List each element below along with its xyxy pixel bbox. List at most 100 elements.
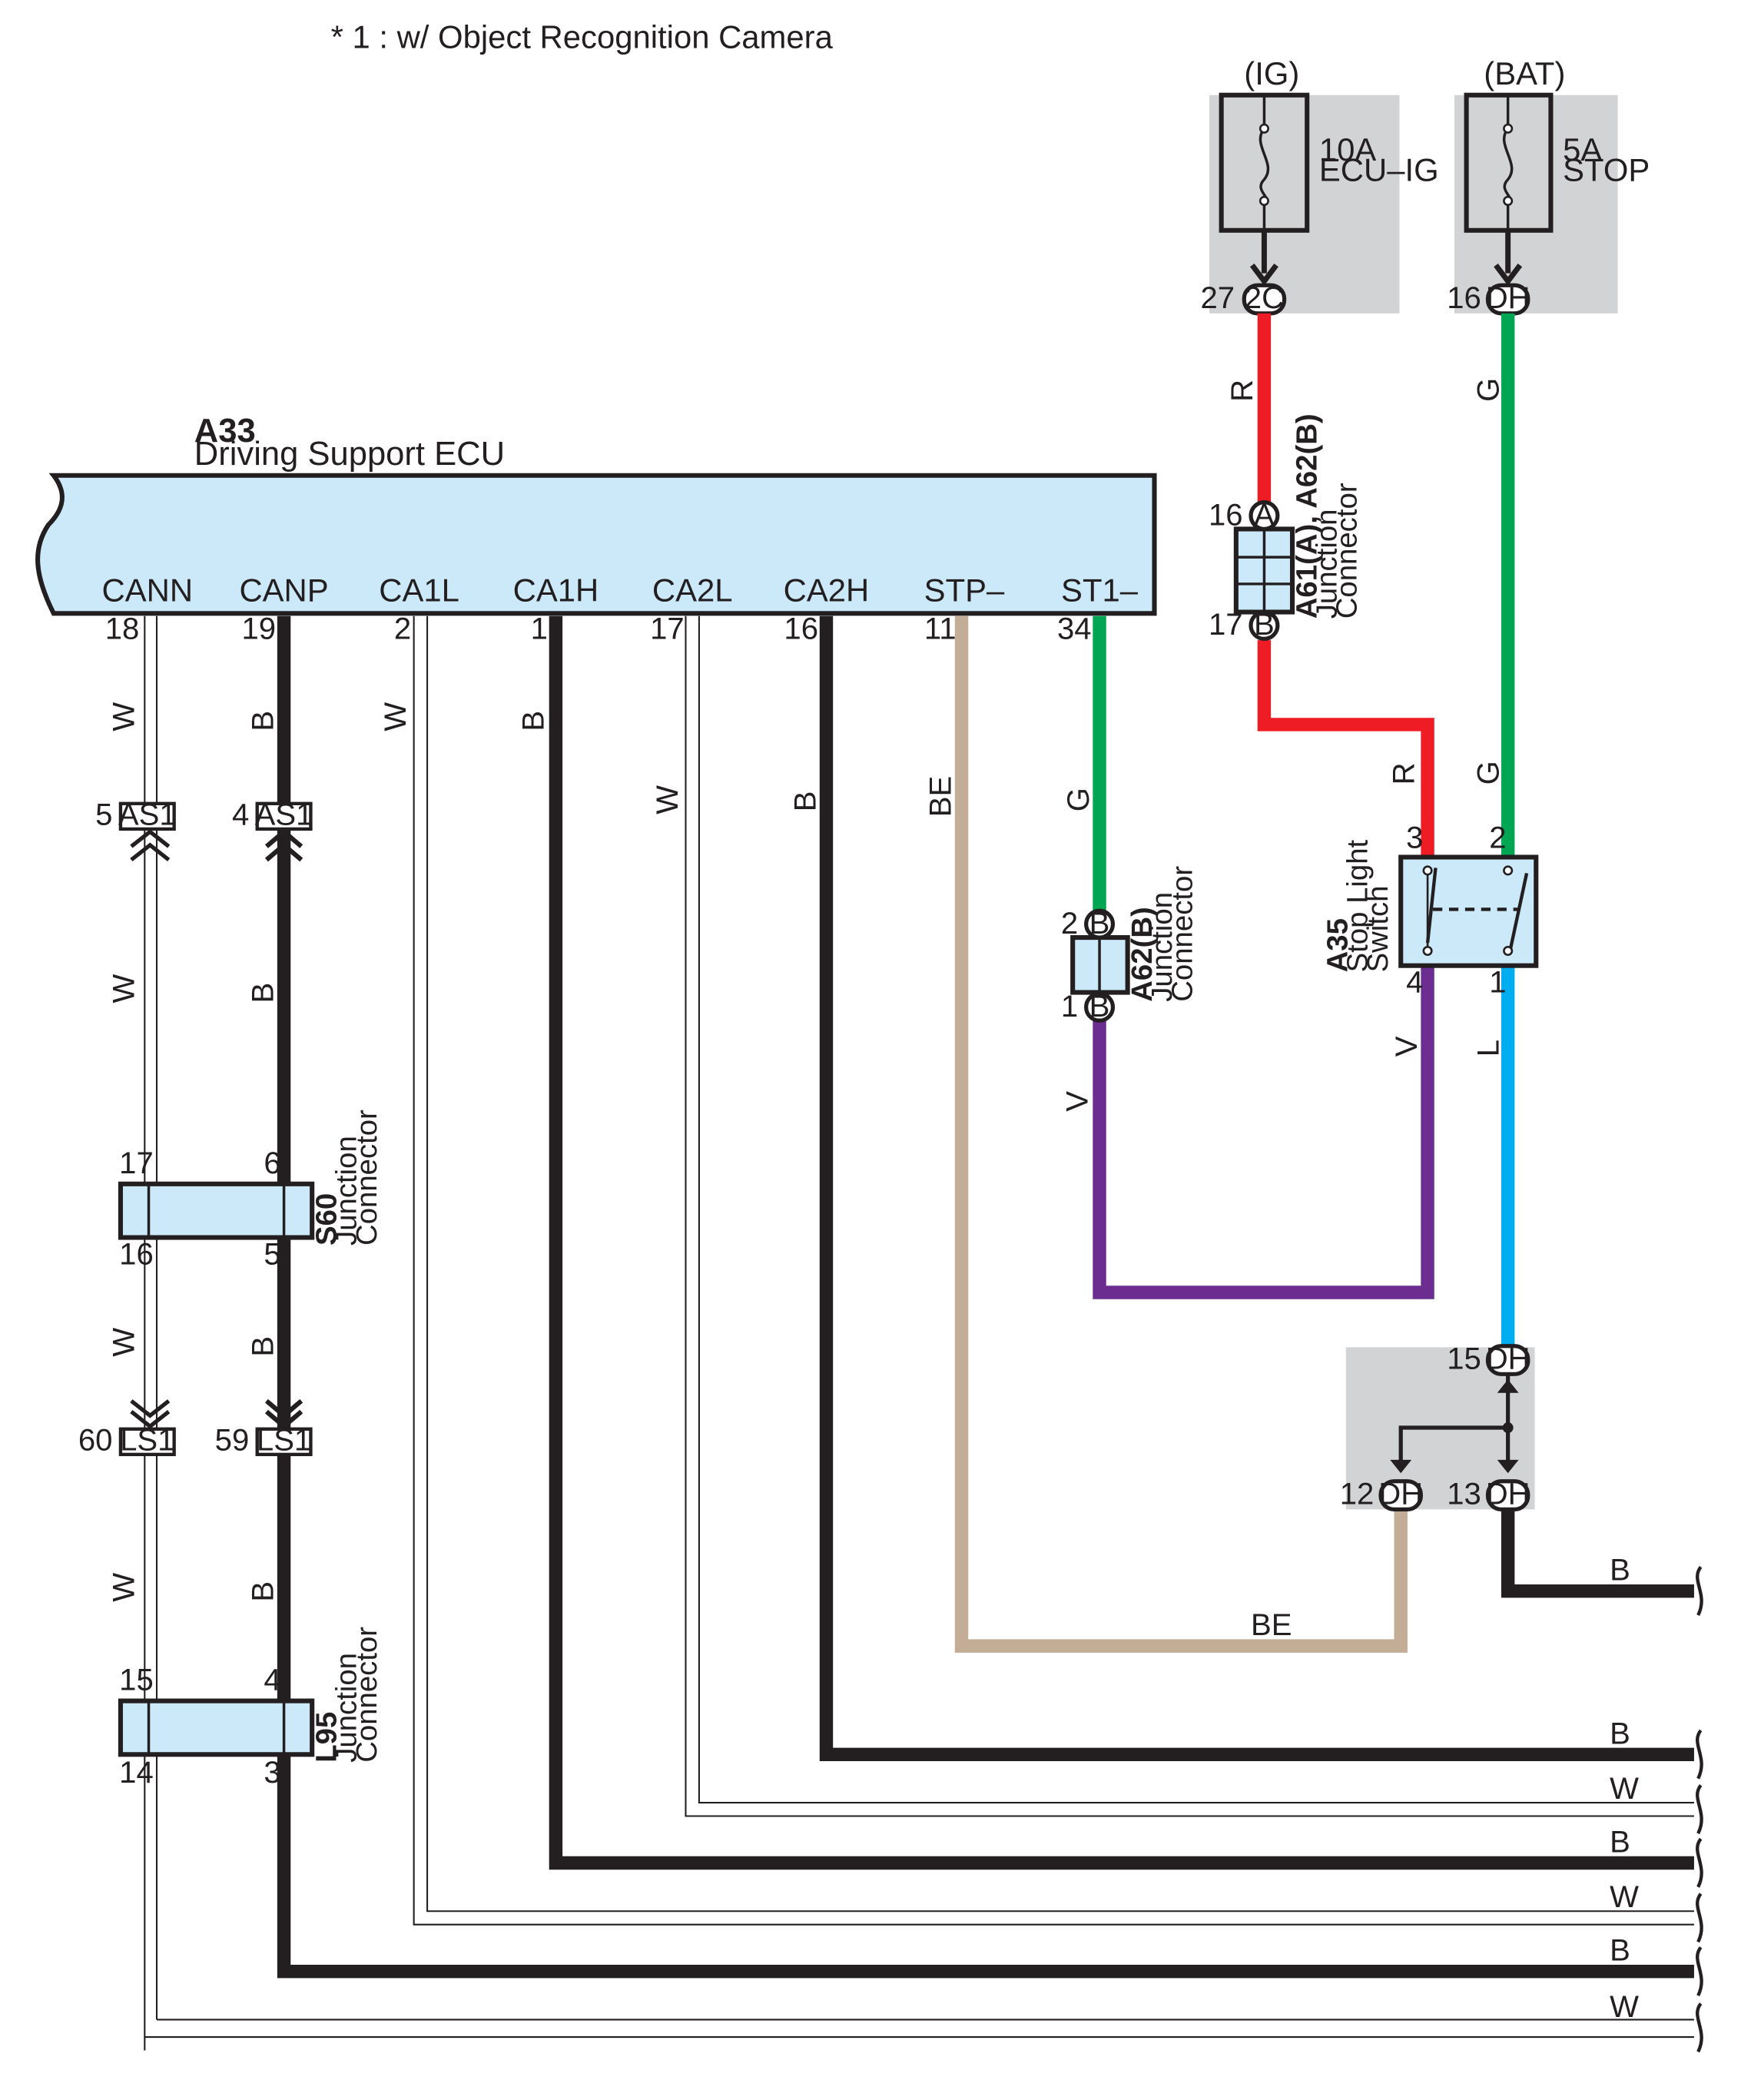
- ecu-pin-number: 17: [650, 612, 685, 645]
- s60-pin-bl: 16: [119, 1237, 154, 1271]
- ecu-code: A33: [194, 413, 256, 450]
- wire-cann-run: [144, 2019, 1694, 2039]
- ecu-a33: A33 Driving Support ECU CANN18CANP19CA1L…: [35, 413, 1157, 646]
- break-mark: [1696, 1729, 1703, 1780]
- as1-w-box: [118, 801, 176, 831]
- ls1-w-label: LS1: [120, 1424, 174, 1458]
- code-v-1: V: [1060, 1091, 1094, 1112]
- ls1-b-pin: 59: [215, 1424, 250, 1458]
- ecu-body: [35, 473, 1157, 616]
- switch-contact-left: [1425, 868, 1438, 944]
- ecu-pin-label: CA1L: [379, 572, 459, 609]
- code-cann-1: W: [107, 702, 141, 732]
- ecu-pin-label: ST1–: [1061, 572, 1139, 609]
- wire-code-labels: W B W B W B BE G W B W B W B V R R G G V…: [107, 378, 1639, 2024]
- a61-top-terminal: [1249, 500, 1280, 532]
- s60-name-1: Junction: [330, 1136, 363, 1246]
- footnote: * 1 : w/ Object Recognition Camera: [331, 19, 834, 55]
- dh13-label: DH: [1486, 1477, 1530, 1511]
- dh12-connector: [1378, 1479, 1423, 1511]
- l95-pin-tl: 15: [119, 1664, 154, 1697]
- code-be-horizontal: BE: [1251, 1608, 1292, 1642]
- switch-code: A35: [1322, 918, 1355, 972]
- fuse-bat-name: STOP: [1563, 151, 1650, 187]
- a62-top-pin: 2: [1061, 907, 1078, 941]
- s60-code: S60: [310, 1193, 343, 1246]
- ecu-pin-number: 1: [531, 612, 548, 645]
- exit-wire-code: B: [1610, 1826, 1630, 1859]
- s60-name-2: Connector: [350, 1110, 383, 1246]
- fuse-ig-pin: 27: [1200, 281, 1235, 315]
- a62-name-2: Connector: [1166, 866, 1199, 1002]
- a62-top-conn: B: [1089, 907, 1110, 941]
- ecu-wires: [144, 615, 1694, 2051]
- wire-break-marks: [1696, 1565, 1703, 2053]
- wire-ca1h: [549, 615, 1694, 1870]
- code-cann-2: W: [107, 974, 141, 1003]
- dh13-pin: 13: [1447, 1477, 1481, 1511]
- dh-arrow-right: [1497, 1459, 1519, 1474]
- switch-name-2: Switch: [1361, 886, 1394, 973]
- code-canp-4: B: [247, 1581, 280, 1602]
- connector-as1: AS1 5 AS1 4: [95, 798, 313, 862]
- l95-pin-bl: 14: [119, 1756, 154, 1790]
- ls1-w-arrow: [130, 1399, 171, 1429]
- ecu-pin-label: STP–: [924, 572, 1005, 609]
- exit-wire-code: W: [1610, 1880, 1639, 1914]
- as1-b-arrow: [264, 828, 303, 862]
- l95-code: L95: [310, 1712, 343, 1763]
- fuse-bat: (BAT) 5A STOP DH 16: [1447, 55, 1650, 316]
- break-mark: [1696, 1784, 1703, 1835]
- ls1-w-pin: 60: [78, 1424, 113, 1458]
- exit-wire-code: W: [1610, 1990, 1639, 2024]
- code-l: L: [1471, 1040, 1505, 1057]
- wire-canp: [277, 615, 1694, 1979]
- switch-pin4: 4: [1406, 966, 1423, 1000]
- code-r-1: R: [1225, 380, 1259, 402]
- junction-l95: 15 4 14 3 L95 Junction Connector: [118, 1627, 383, 1790]
- ecu-pin-labels: CANN18CANP19CA1L2CA1H1CA2L17CA2H16STP–11…: [102, 572, 1139, 646]
- a62-code: A62(B): [1126, 907, 1159, 1002]
- fuse-ig-source: (IG): [1244, 55, 1299, 91]
- as1-b-pin: 4: [232, 798, 249, 832]
- exit-wire-code: B: [1610, 1717, 1630, 1750]
- code-g-2: G: [1471, 761, 1505, 785]
- junction-a62: B 2 B 1 A62(B) Junction Connector: [1061, 866, 1199, 1023]
- dh13-connector: [1485, 1479, 1530, 1511]
- as1-w-label: AS1: [118, 798, 177, 832]
- ls1-w-box: [118, 1427, 176, 1457]
- break-mark: [1696, 1946, 1703, 1997]
- dh15-label: DH: [1486, 1342, 1530, 1375]
- dh-arrow-left: [1390, 1459, 1412, 1474]
- ecu-pin-label: CA2L: [652, 572, 733, 609]
- fuse-bat-rating: 5A: [1563, 131, 1602, 168]
- a61-bottom-pin: 17: [1209, 608, 1243, 642]
- ecu-pin-number: 11: [924, 612, 957, 645]
- l95-name-1: Junction: [330, 1653, 363, 1763]
- fuse-ig-connector-label: 2C: [1245, 281, 1284, 315]
- code-st1: G: [1062, 788, 1096, 811]
- switch-pin2: 2: [1489, 821, 1506, 854]
- connector-ls1: LS1 60 LS1 59: [78, 1398, 313, 1458]
- ecu-pin-number: 34: [1057, 612, 1092, 645]
- exit-wire-code: B: [1610, 1554, 1630, 1587]
- ecu-pin-number: 2: [394, 612, 411, 645]
- a62-bottom-terminal: [1084, 991, 1116, 1023]
- l95-pin-br: 3: [264, 1756, 280, 1790]
- break-mark: [1696, 1893, 1703, 1943]
- s60-pin-tr: 6: [264, 1146, 280, 1180]
- switch-name-1: Stop Light: [1341, 839, 1375, 972]
- ls1-b-box: [255, 1427, 313, 1457]
- l95-body: [118, 1698, 315, 1757]
- a61-top-pin: 16: [1209, 498, 1243, 532]
- dh15-pin: 15: [1447, 1342, 1481, 1375]
- wire-r-2: [1257, 640, 1434, 858]
- a61-top-conn: A: [1254, 498, 1275, 532]
- s60-body: [118, 1181, 315, 1240]
- as1-b-label: AS1: [255, 798, 313, 832]
- fuse-ig-rating: 10A: [1319, 131, 1377, 168]
- a61-name-2: Connector: [1331, 483, 1364, 619]
- break-mark: [1696, 1565, 1703, 1617]
- fuse-bat-box: [1454, 95, 1618, 314]
- ecu-pin-label: CA2H: [784, 572, 870, 609]
